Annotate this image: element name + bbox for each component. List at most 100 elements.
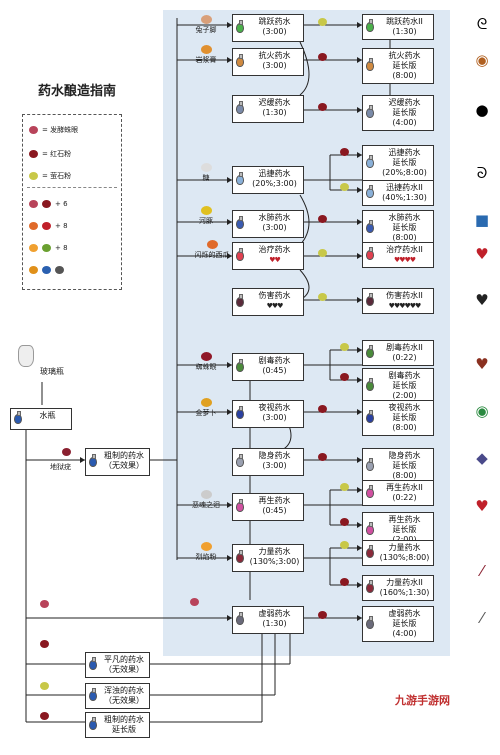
potion-icon: [366, 185, 374, 198]
potion-icon: [366, 378, 374, 391]
upgraded-potion-box-16: 虚弱药水延长版(4:00): [362, 606, 434, 642]
arrow-ingredient-icon: [340, 148, 349, 156]
potion-icon: [236, 172, 244, 185]
upgraded-potion-box-9: 剧毒药水延长版(2:00): [362, 368, 434, 404]
potion-box-5: 治疗药水♥♥: [232, 242, 304, 270]
legend-box: = 发酵蛛眼 = 红石粉 = 萤石粉 + 6 + 8 + 8: [22, 114, 122, 290]
night-vision-effect-icon: ◉: [475, 402, 489, 420]
ghast-tear-icon: [200, 490, 212, 499]
legend-glowstone: = 萤石粉: [29, 171, 71, 181]
potion-box-0: 跳跃药水(3:00): [232, 14, 304, 42]
arrow-ingredient-icon: [340, 483, 349, 491]
legend-redstone: = 红石粉: [29, 149, 71, 159]
arrow-ingredient-icon: [318, 293, 327, 301]
upgraded-potion-box-14: 力量药水(130%;8:00): [362, 540, 434, 566]
upgraded-potion-box-12: 再生药水II(0:22): [362, 480, 434, 506]
potion-icon: [236, 248, 244, 261]
upgraded-potion-box-1: 抗火药水延长版(8:00): [362, 48, 434, 84]
invisibility-effect-icon: ◆: [476, 449, 488, 467]
potion-icon: [236, 454, 244, 467]
arrow-ingredient-icon: [318, 103, 327, 111]
ingredient-sugar: 糖: [186, 163, 226, 182]
upgraded-potion-box-11: 隐身药水延长版(8:00): [362, 448, 434, 484]
arrow-ingredient-icon: [340, 373, 349, 381]
potion-box-3: 迅捷药水(20%;3:00): [232, 166, 304, 194]
potion-box-1: 抗火药水(3:00): [232, 48, 304, 76]
upgraded-potion-box-7: 伤害药水II♥♥♥♥♥♥: [362, 288, 434, 314]
legend-recipe-2: + 8: [29, 221, 68, 231]
potion-box-7: 剧毒药水(0:45): [232, 353, 304, 381]
legend-recipe-1: + 6: [29, 199, 68, 209]
golden-carrot-icon: [200, 398, 212, 407]
potion-icon: [89, 688, 97, 701]
water-bottle-box: 水瓶: [10, 408, 72, 430]
potion-icon: [366, 247, 374, 260]
potion-icon: [14, 411, 22, 424]
potion-icon: [236, 499, 244, 512]
glass-bottle-label: 玻璃瓶: [40, 367, 64, 376]
rabbit-foot-icon: [200, 15, 212, 24]
upgraded-potion-box-5: 水肺药水延长版(8:00): [362, 210, 434, 246]
guide-title: 药水酿造指南: [38, 84, 117, 99]
thick-potion-box: 浑浊的药水（无效果）: [85, 683, 150, 709]
weakness-effect-icon: ⁄: [480, 609, 484, 627]
glistering-melon-icon: [206, 240, 218, 249]
potion-box-9: 隐身药水(3:00): [232, 448, 304, 476]
upgraded-potion-box-8: 剧毒药水II(0:22): [362, 340, 434, 366]
poison-effect-icon: ♥: [475, 355, 489, 373]
legend-fermented-eye: = 发酵蛛眼: [29, 125, 78, 135]
potion-icon: [366, 345, 374, 358]
arrow-ingredient-icon: [318, 405, 327, 413]
potion-icon: [366, 220, 374, 233]
water-breathing-effect-icon: ■: [474, 211, 490, 229]
upgraded-potion-box-3: 迅捷药水延长版(20%;8:00): [362, 145, 434, 181]
potion-icon: [236, 359, 244, 372]
arrow-ingredient-icon: [190, 598, 199, 606]
ingredient-spider-eye: 蜘蛛眼: [186, 352, 226, 371]
legend-divider: [27, 187, 117, 188]
healing-effect-icon: ♥: [475, 245, 489, 263]
potion-icon: [366, 458, 374, 471]
potion-icon: [366, 19, 374, 32]
potion-icon: [236, 216, 244, 229]
ingredient-magma-cream: 岩浆膏: [186, 45, 226, 64]
mundane-extended-box: 粗制的药水延长版: [85, 712, 150, 738]
potion-icon: [366, 410, 374, 423]
glass-bottle-icon: [18, 345, 34, 367]
potion-icon: [366, 580, 374, 593]
redstone-icon: [40, 640, 49, 648]
regeneration-effect-icon: ♥: [475, 497, 489, 515]
spider-eye-icon: [200, 352, 212, 361]
potion-icon: [366, 485, 374, 498]
potion-box-4: 水肺药水(3:00): [232, 210, 304, 238]
potion-icon: [366, 58, 374, 71]
harming-effect-icon: ♥: [475, 291, 489, 309]
slowness-effect-icon: ●: [475, 101, 489, 119]
ingredient-ghast-tear: 恶魂之泪: [186, 490, 226, 509]
arrow-ingredient-icon: [340, 541, 349, 549]
glowstone-icon: [29, 172, 38, 180]
speed-effect-icon: ᘐ: [476, 164, 488, 182]
potion-icon: [236, 20, 244, 33]
potion-box-12: 虚弱药水(1:30): [232, 606, 304, 634]
potion-icon: [236, 406, 244, 419]
potion-icon: [366, 105, 374, 118]
legend-recipe-4: [29, 265, 68, 275]
blaze-powder-icon: [200, 542, 212, 551]
arrow-ingredient-icon: [340, 518, 349, 526]
arrow-ingredient-icon: [340, 183, 349, 191]
redstone-icon: [29, 150, 38, 158]
potion-icon: [366, 522, 374, 535]
magma-cream-icon: [200, 45, 212, 54]
netherwart-icon: [62, 448, 71, 456]
strength-effect-icon: ⁄: [480, 562, 484, 580]
potion-icon: [236, 612, 244, 625]
upgraded-potion-box-2: 迟缓药水延长版(4:00): [362, 95, 434, 131]
potion-icon: [89, 657, 97, 670]
potion-box-10: 再生药水(0:45): [232, 493, 304, 521]
arrow-ingredient-icon: [340, 343, 349, 351]
potion-box-8: 夜视药水(3:00): [232, 400, 304, 428]
redstone-icon: [40, 712, 49, 720]
arrow-ingredient-icon: [318, 249, 327, 257]
upgraded-potion-box-0: 跳跃药水II(1:30): [362, 14, 434, 40]
